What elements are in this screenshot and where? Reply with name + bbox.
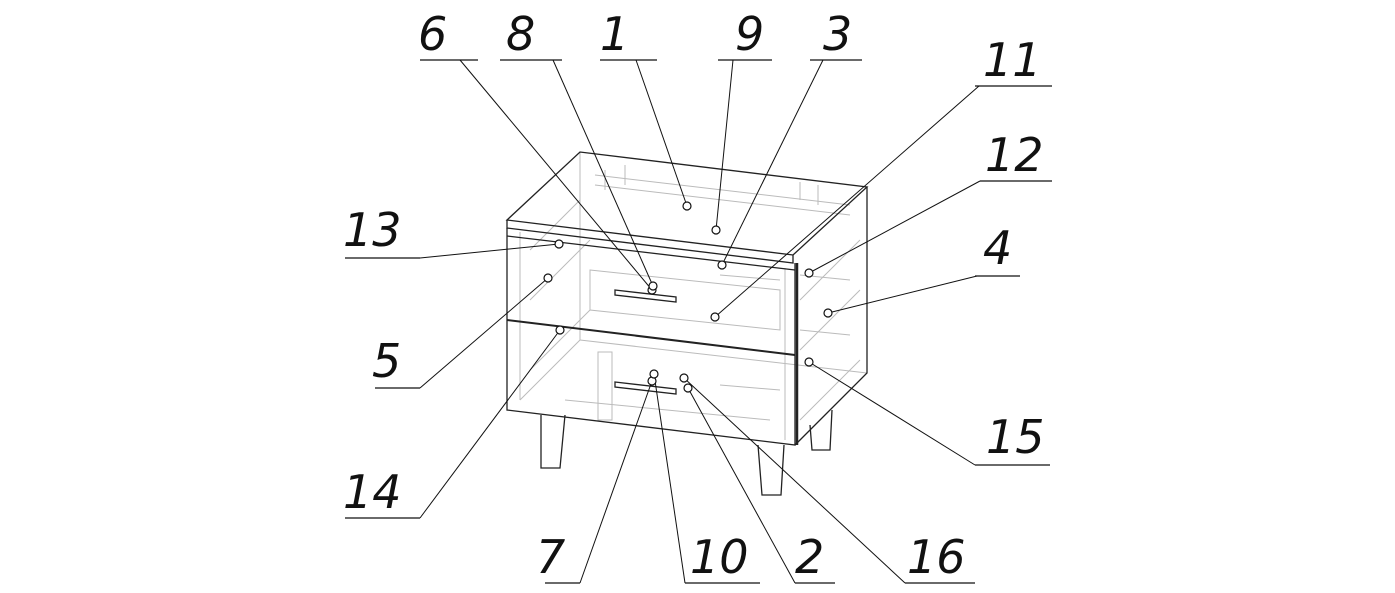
leader-lines [345, 59, 1052, 584]
upper-handle [614, 289, 677, 303]
callout-7: 7 [536, 530, 565, 584]
callout-14: 14 [343, 465, 402, 519]
leg-front-right [757, 444, 785, 496]
callout-15: 15 [986, 410, 1045, 464]
callout-3: 3 [823, 7, 852, 61]
internal-structure [519, 152, 868, 446]
callout-10: 10 [690, 530, 749, 584]
lower-handle [614, 381, 677, 395]
leg-front-left [540, 414, 566, 469]
callout-2: 2 [795, 530, 824, 584]
callout-11: 11 [983, 33, 1042, 87]
leg-back-right [809, 409, 833, 451]
anchor-points [543, 201, 833, 393]
cabinet-drawing [505, 151, 869, 496]
callout-16: 16 [907, 530, 966, 584]
callout-labels: 6 8 1 9 3 11 12 4 13 5 14 15 7 10 2 16 [343, 7, 1045, 584]
callout-12: 12 [985, 128, 1044, 182]
callout-13: 13 [343, 203, 402, 257]
callout-4: 4 [983, 221, 1012, 275]
callout-8: 8 [506, 7, 535, 61]
callout-1: 1 [600, 7, 629, 61]
callout-5: 5 [372, 334, 401, 388]
callout-9: 9 [735, 7, 764, 61]
callout-6: 6 [418, 7, 447, 61]
